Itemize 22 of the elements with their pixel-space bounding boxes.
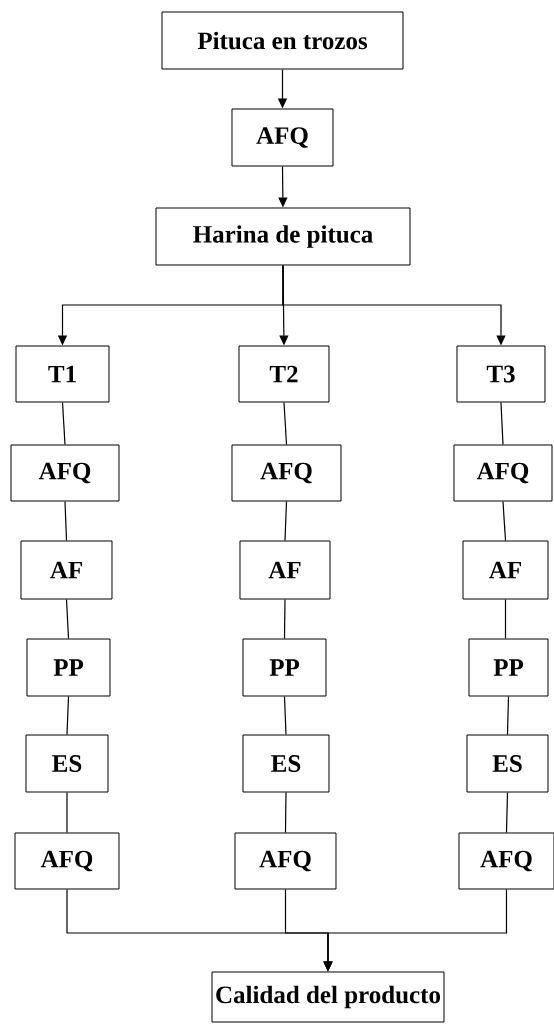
process-box: Harina de pituca [155,207,411,266]
process-box: AFQ [458,832,554,890]
process-box: ES [25,734,109,793]
process-box: PP [242,638,327,697]
process-box: AFQ [453,444,553,502]
process-box: AFQ [234,832,337,890]
process-box: T2 [238,345,330,403]
process-box: ES [242,734,330,793]
process-box: AFQ [10,444,120,502]
process-box: AFQ [231,108,334,167]
process-box: AF [20,540,113,600]
process-box: Calidad del producto [211,971,445,1023]
process-box: PP [26,638,111,697]
process-box: AFQ [231,444,342,502]
process-box: PP [468,638,549,697]
process-box: T1 [15,345,110,403]
process-box: AF [462,540,549,600]
process-box: Pituca en trozos [161,11,404,70]
process-box: AFQ [14,832,120,890]
process-box: ES [466,734,549,793]
process-box: AF [239,540,331,600]
process-box: T3 [456,345,546,403]
